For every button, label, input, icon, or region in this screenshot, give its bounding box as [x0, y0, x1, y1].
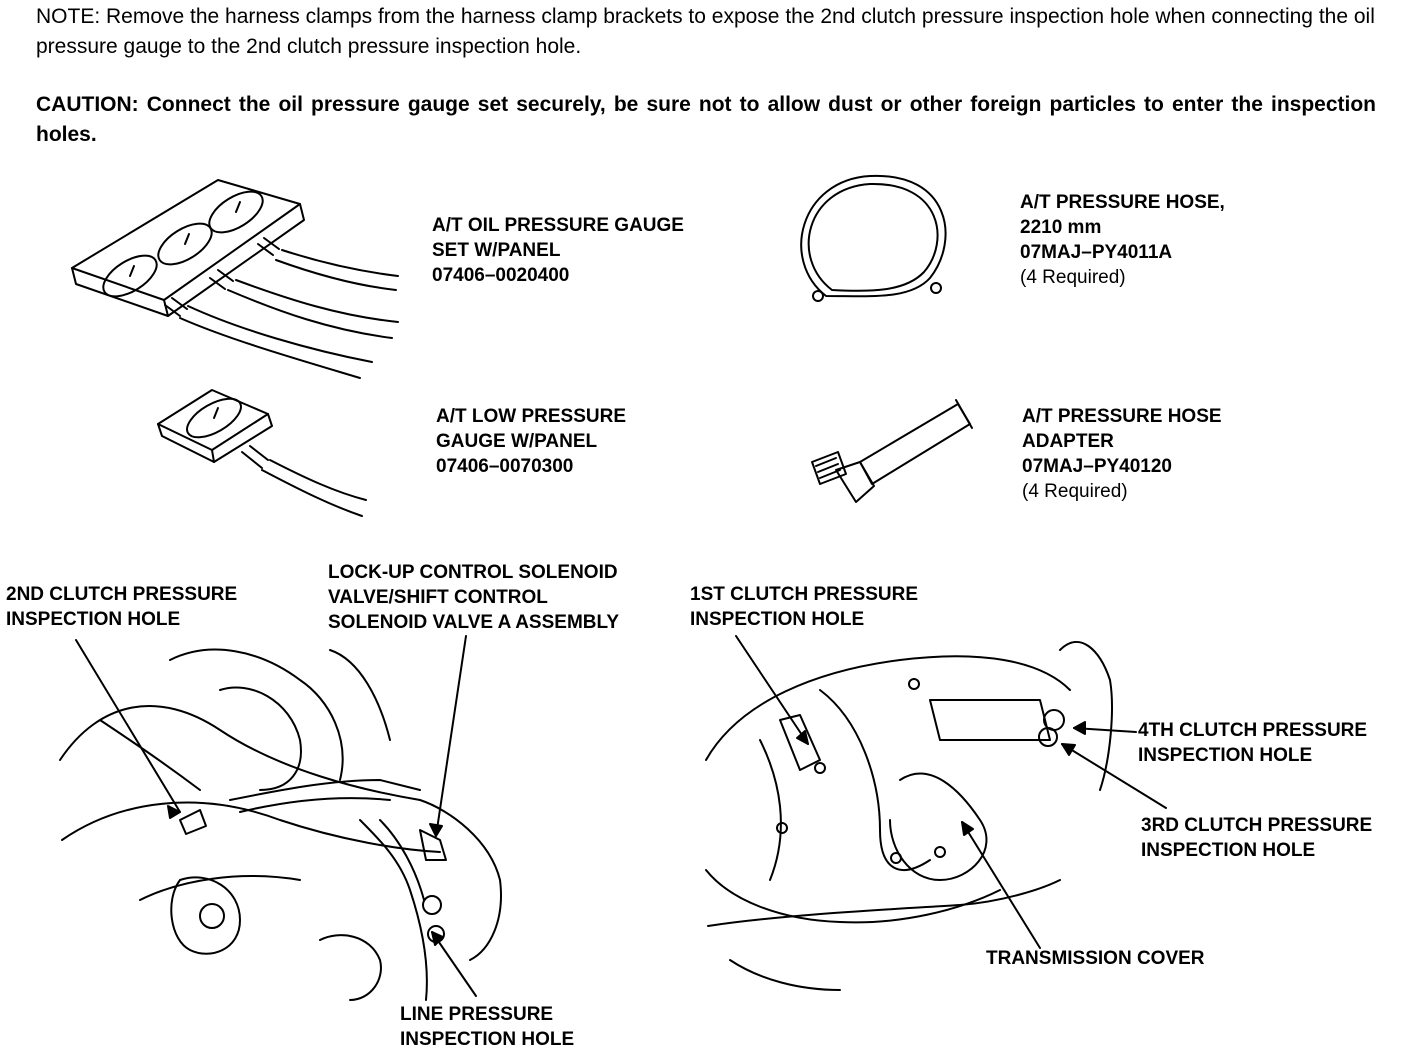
second-clutch-callout-line2: INSPECTION HOLE: [6, 609, 181, 630]
pressure-hose-illustration: [801, 176, 945, 301]
transmission-cover-callout-line1: TRANSMISSION COVER: [986, 948, 1205, 969]
leader-lines: [76, 636, 1166, 996]
pressure-hose-label: A/T PRESSURE HOSE, 2210 mm 07MAJ–PY4011A…: [1020, 190, 1225, 290]
oil-pressure-gauge-set-illustration: [72, 180, 398, 378]
oil-gauge-set-label: A/T OIL PRESSURE GAUGE SET W/PANEL 07406…: [432, 213, 684, 288]
low-gauge-name-1: A/T LOW PRESSURE: [436, 406, 627, 427]
lockup-solenoid-callout-line1: LOCK-UP CONTROL SOLENOID: [328, 562, 618, 583]
hose-adapter-part-number: 07MAJ–PY40120: [1022, 456, 1172, 477]
oil-gauge-set-name-2: SET W/PANEL: [432, 240, 561, 261]
fourth-clutch-callout-line2: INSPECTION HOLE: [1138, 745, 1313, 766]
pressure-hose-quantity: (4 Required): [1020, 267, 1126, 288]
first-clutch-callout-line1: 1ST CLUTCH PRESSURE: [690, 584, 919, 605]
hose-adapter-name-2: ADAPTER: [1022, 431, 1114, 452]
note-text: NOTE: Remove the harness clamps from the…: [36, 5, 1375, 58]
transmission-right-illustration: [706, 642, 1112, 990]
second-clutch-callout-line1: 2ND CLUTCH PRESSURE: [6, 584, 238, 605]
engine-bay-left-illustration: [60, 650, 501, 1000]
hose-adapter-illustration: [812, 400, 972, 502]
first-clutch-callout: 1ST CLUTCH PRESSURE INSPECTION HOLE: [690, 582, 918, 632]
low-gauge-label: A/T LOW PRESSURE GAUGE W/PANEL 07406–007…: [436, 404, 626, 479]
transmission-cover-callout: TRANSMISSION COVER: [986, 946, 1205, 971]
third-clutch-callout: 3RD CLUTCH PRESSURE INSPECTION HOLE: [1141, 813, 1372, 863]
third-clutch-callout-line1: 3RD CLUTCH PRESSURE: [1141, 815, 1373, 836]
line-pressure-callout: LINE PRESSURE INSPECTION HOLE: [400, 1002, 574, 1052]
lockup-solenoid-callout-line3: SOLENOID VALVE A ASSEMBLY: [328, 612, 620, 633]
caution-text: CAUTION: Connect the oil pressure gauge …: [36, 93, 1376, 146]
pressure-hose-name-1: A/T PRESSURE HOSE,: [1020, 192, 1225, 213]
fourth-clutch-callout-line1: 4TH CLUTCH PRESSURE: [1138, 720, 1368, 741]
low-pressure-gauge-illustration: [158, 390, 366, 516]
hose-adapter-label: A/T PRESSURE HOSE ADAPTER 07MAJ–PY40120 …: [1022, 404, 1222, 504]
pressure-hose-part-number: 07MAJ–PY4011A: [1020, 242, 1173, 263]
second-clutch-callout: 2ND CLUTCH PRESSURE INSPECTION HOLE: [6, 582, 237, 632]
lockup-solenoid-callout-line2: VALVE/SHIFT CONTROL: [328, 587, 548, 608]
line-pressure-callout-line1: LINE PRESSURE: [400, 1004, 554, 1025]
oil-gauge-set-name-1: A/T OIL PRESSURE GAUGE: [432, 215, 684, 236]
third-clutch-callout-line2: INSPECTION HOLE: [1141, 840, 1316, 861]
low-gauge-name-2: GAUGE W/PANEL: [436, 431, 598, 452]
fourth-clutch-callout: 4TH CLUTCH PRESSURE INSPECTION HOLE: [1138, 718, 1367, 768]
hose-adapter-quantity: (4 Required): [1022, 481, 1128, 502]
line-pressure-callout-line2: INSPECTION HOLE: [400, 1029, 575, 1050]
lockup-solenoid-callout: LOCK-UP CONTROL SOLENOID VALVE/SHIFT CON…: [328, 560, 619, 635]
hose-adapter-name-1: A/T PRESSURE HOSE: [1022, 406, 1222, 427]
low-gauge-part-number: 07406–0070300: [436, 456, 574, 477]
pressure-hose-name-2: 2210 mm: [1020, 217, 1102, 238]
first-clutch-callout-line2: INSPECTION HOLE: [690, 609, 865, 630]
oil-gauge-set-part-number: 07406–0020400: [432, 265, 570, 286]
